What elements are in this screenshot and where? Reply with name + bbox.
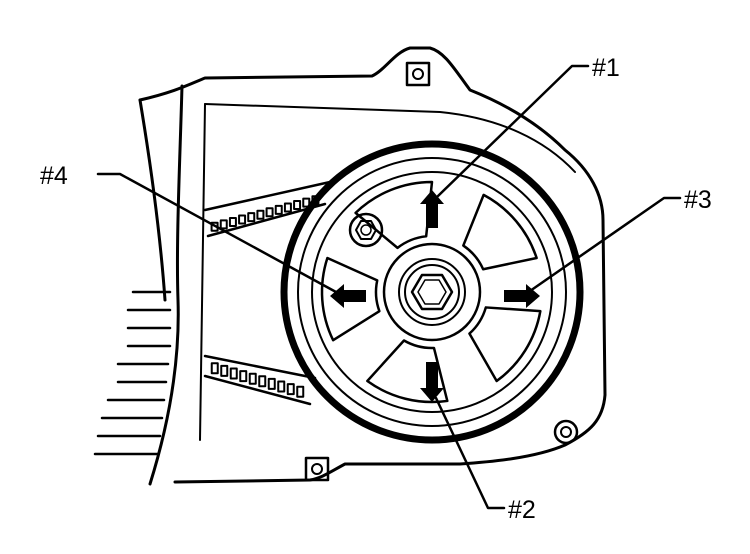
belt-tooth [210, 362, 219, 375]
center-bolt-hex-inner [417, 279, 447, 305]
belt-tooth [239, 370, 248, 383]
pulley-window [462, 193, 538, 271]
leader-4 [96, 172, 338, 294]
pulley-outer-rim [280, 140, 584, 444]
arrow-up-icon [420, 190, 444, 228]
timing-belt-upper [203, 180, 332, 238]
belt-tooth [302, 197, 311, 208]
belt-tooth [293, 200, 302, 211]
belt-tooth [247, 212, 256, 223]
pulley-window [320, 256, 381, 342]
pulley-rim-inner [297, 157, 567, 427]
belt-tooth [286, 383, 295, 396]
pulley-window [354, 180, 434, 250]
callout-1: #1 [592, 54, 620, 82]
pulley-web-edge [311, 171, 553, 413]
belt-tooth [256, 209, 265, 220]
belt-tooth [220, 364, 229, 377]
arrow-left-icon [330, 284, 366, 308]
belt-tooth [283, 202, 292, 213]
belt-tooth [296, 385, 305, 398]
callout-3: #3 [684, 186, 712, 214]
center-bolt-hex [410, 273, 454, 311]
belt-tooth [228, 216, 237, 227]
hub-boss [398, 258, 466, 326]
pulley-window [468, 306, 542, 383]
small-nut [348, 212, 384, 248]
boss-bottom [304, 456, 330, 482]
belt-tooth [277, 380, 286, 393]
belt-tooth [274, 204, 283, 215]
cooling-fins [93, 290, 172, 456]
belt-tooth [258, 375, 267, 388]
arrow-down-icon [420, 362, 444, 402]
direction-arrows [330, 190, 540, 402]
leader-3 [528, 196, 682, 293]
belt-tooth [267, 377, 276, 390]
pulley-assembly [280, 140, 584, 444]
callout-2: #2 [508, 496, 536, 524]
leader-2 [434, 396, 506, 510]
pulley-windows [320, 180, 542, 404]
boss-top [405, 61, 431, 87]
frame-left-line [148, 84, 184, 486]
pulley-hub [382, 242, 482, 342]
washer [404, 264, 460, 320]
pulley-window [366, 339, 449, 404]
leader-1 [436, 64, 590, 198]
belt-tooth [219, 219, 228, 230]
housing-cover [138, 46, 607, 484]
leader-lines [96, 64, 682, 510]
timing-belt-lower [203, 354, 317, 406]
boss-right [553, 419, 579, 445]
belt-tooth [238, 214, 247, 225]
belt-tooth [265, 207, 274, 218]
callout-4: #4 [40, 162, 68, 190]
belt-tooth [229, 367, 238, 380]
belt-tooth [248, 372, 257, 385]
